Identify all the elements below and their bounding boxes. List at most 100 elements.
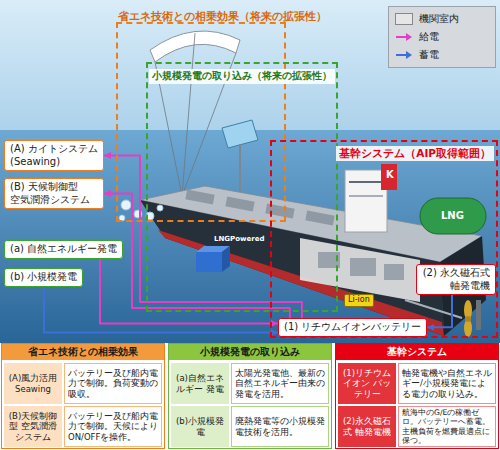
table-cell: 廃熱発電等の小規模発電技術を活用。 xyxy=(231,406,329,447)
legend-arrow-head xyxy=(406,51,412,59)
callout-box: (2) 永久磁石式 軸発電機 xyxy=(416,264,496,295)
table-panel: 省エネ技術との相乗効果 (A)風力活用 Seawing バッテリー及び船内電力で制御… xyxy=(1,343,165,449)
legend-line xyxy=(396,54,407,56)
cell-text: (2)永久磁石式 軸発電機 xyxy=(341,416,393,436)
legend-text: 蓄電 xyxy=(419,48,439,62)
cell-text: バッテリー及び船内電力で制御。天候によりON/OFFを操作。 xyxy=(68,411,158,442)
callout-box: (b) 小規模発電 xyxy=(4,268,83,287)
cell-text: 廃熱発電等の小規模発電技術を活用。 xyxy=(235,416,325,436)
table-cell: 軸発電機や自然エネルギー/小規模発電による電力の取り込み。 xyxy=(398,363,496,404)
table-cell: 太陽光発電他、最新の自然エネルギー由来の発電を活用。 xyxy=(231,363,329,404)
propeller-hub xyxy=(465,316,471,322)
cell-text: 航海中のG/Eの稼働ゼロ。バッテリーへ蓄電。主機負荷を燃費最適点に保つ。 xyxy=(402,408,492,445)
cargo-hatch xyxy=(225,197,254,212)
legend-row: 蓄電 xyxy=(395,46,489,64)
cell-text: (B)天候制御型 空気潤滑 システム xyxy=(7,411,59,442)
region-box: 省エネ技術との相乗効果（将来の拡張性） xyxy=(116,22,286,222)
power-line xyxy=(104,194,290,319)
legend-text: 機関室内 xyxy=(419,12,459,26)
small-generator xyxy=(196,252,222,272)
callout-label: (B) 天候制御型 空気潤滑システム xyxy=(10,181,98,206)
legend-text: 給電 xyxy=(419,30,439,44)
air-bubble xyxy=(121,200,131,210)
region-box: 小規模発電の取り込み（将来の拡張性） xyxy=(146,62,338,312)
region-heading: 省エネ技術との相乗効果（将来の拡張性） xyxy=(118,10,327,23)
power-line xyxy=(44,287,278,333)
label-holder: Li-ion xyxy=(344,294,374,307)
power-line xyxy=(100,259,278,324)
callout-label: (1) リチウムイオンバッテリー xyxy=(284,321,421,334)
tank-label: LNG xyxy=(441,210,464,221)
legend-line xyxy=(396,36,407,38)
legend-line-sample xyxy=(395,32,413,42)
propeller-shaft xyxy=(405,300,462,318)
panel-header: 基幹システム xyxy=(336,344,498,360)
callout-box: (a) 自然エネルギー発電 xyxy=(4,240,123,259)
table-cell: (B)天候制御型 空気潤滑 システム xyxy=(4,406,62,447)
region-box: 基幹システム（AIP取得範囲） (1) リチウムイオンバッテリー (2) 永久磁石式… xyxy=(270,140,498,338)
hull-marking: LNGPowered xyxy=(214,236,264,244)
kite-line xyxy=(182,33,195,196)
hull-bottom-band xyxy=(158,230,444,336)
cell-text: (b)小規模発電 xyxy=(174,416,226,436)
callout-box: (1) リチウムイオンバッテリー xyxy=(278,318,427,337)
machinery xyxy=(350,258,376,276)
callout-label: (a) 自然エネルギー発電 xyxy=(10,243,117,256)
bridge-windows xyxy=(349,181,383,183)
table-ground xyxy=(0,343,500,450)
callout-box: (A) カイトシステム (Seawing) xyxy=(4,140,104,171)
callout-label: (A) カイトシステム (Seawing) xyxy=(10,143,98,168)
region-heading: 基幹システム（AIP取得範囲） xyxy=(336,146,494,161)
label-holder: K xyxy=(386,169,394,180)
region-heading: 小規模発電の取り込み（将来の拡張性） xyxy=(149,69,335,84)
cell-text: (1)リチウムイオン バッテリー xyxy=(341,368,393,399)
table-panel: 小規模発電の取り込み (a)自然エネルギー 発電太陽光発電他、最新の自然エネルギー… xyxy=(168,343,332,449)
machinery xyxy=(384,264,404,280)
legend-row: 給電 xyxy=(395,28,489,46)
legend-arrow-head xyxy=(406,33,412,41)
deck-windows xyxy=(349,195,383,197)
cell-text: 太陽光発電他、最新の自然エネルギー由来の発電を活用。 xyxy=(235,368,325,399)
cargo-hatch xyxy=(185,190,214,205)
funnel xyxy=(381,164,397,190)
cell-text: バッテリー及び船内電力で制御。負荷変動の吸収。 xyxy=(68,368,158,399)
legend-panel: 機関室内給電蓄電 xyxy=(388,6,496,68)
panel-header: 省エネ技術との相乗効果 xyxy=(2,344,164,360)
callout-label: (b) 小規模発電 xyxy=(10,271,77,284)
table-cell: (b)小規模発電 xyxy=(171,406,229,447)
table-panel: 基幹システム (1)リチウムイオン バッテリー軸発電機や自然エネルギー/小規模発電… xyxy=(335,343,499,449)
cell-text: 軸発電機や自然エネルギー/小規模発電による電力の取り込み。 xyxy=(402,368,492,399)
label-holder: LNGPowered xyxy=(214,236,264,244)
table-cell: (1)リチウムイオン バッテリー xyxy=(338,363,396,404)
cargo-hatch xyxy=(305,211,334,226)
engine-room xyxy=(300,238,420,302)
label-holder: LNG xyxy=(441,210,464,221)
cell-text: (a)自然エネルギー 発電 xyxy=(174,373,226,393)
cell-text: (A)風力活用 Seawing xyxy=(7,373,59,393)
solar-panel xyxy=(222,120,258,148)
callout-box: (B) 天候制御型 空気潤滑システム xyxy=(4,178,104,209)
legend-swatch xyxy=(395,13,413,25)
legend-row: 機関室内 xyxy=(395,10,489,28)
table-cell: 航海中のG/Eの稼働ゼロ。バッテリーへ蓄電。主機負荷を燃費最適点に保つ。 xyxy=(398,406,496,447)
sky xyxy=(0,0,500,140)
table-cell: バッテリー及び船内電力で制御。天候によりON/OFFを操作。 xyxy=(64,406,162,447)
funnel-logo: K xyxy=(386,169,394,180)
superstructure xyxy=(345,170,387,232)
legend-line-sample xyxy=(395,50,413,60)
small-generator-side xyxy=(222,246,230,272)
solar-pole xyxy=(239,144,241,200)
panel-header: 小規模発電の取り込み xyxy=(169,344,331,360)
table-cell: (A)風力活用 Seawing xyxy=(4,363,62,404)
power-line xyxy=(104,156,302,319)
lng-tank xyxy=(420,198,486,234)
callout-label: (2) 永久磁石式 軸発電機 xyxy=(422,267,490,292)
table-cell: (2)永久磁石式 軸発電機 xyxy=(338,406,396,447)
table-cell: (a)自然エネルギー 発電 xyxy=(171,363,229,404)
air-bubble xyxy=(157,205,163,211)
table-cell: バッテリー及び船内電力で制御。負荷変動の吸収。 xyxy=(64,363,162,404)
rudder xyxy=(476,300,481,330)
power-line xyxy=(427,295,452,327)
battery-badge: Li-ion xyxy=(344,294,374,307)
